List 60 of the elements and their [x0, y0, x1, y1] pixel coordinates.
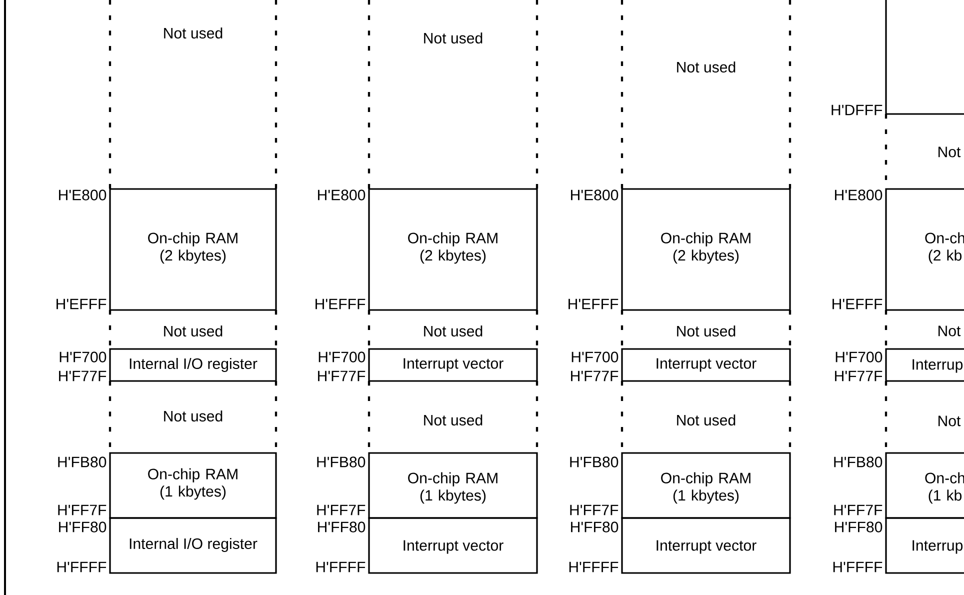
- memory-block: Interrupt vector: [621, 348, 791, 382]
- address-label: H'F77F: [835, 370, 882, 382]
- address-label: H'FFFF: [316, 562, 366, 572]
- unused-region: Not used: [368, 380, 538, 454]
- unused-region: Not: [884, 310, 961, 349]
- memory-block: On-chip RAM (2 kbytes): [368, 188, 538, 311]
- memory-block: [885, 0, 964, 115]
- address-label: H'E800: [59, 190, 106, 200]
- memory-block: Internal I/O register: [109, 517, 277, 574]
- memory-block: On-chip RAM (1 kbytes): [109, 452, 277, 519]
- unused-region: Not used: [368, 308, 538, 350]
- memory-block: Interrup: [885, 348, 964, 382]
- address-label: H'F77F: [571, 370, 618, 382]
- address-label: H'FB80: [58, 456, 106, 468]
- memory-block: Interrupt vector: [368, 348, 538, 382]
- address-label: H'F700: [60, 352, 106, 362]
- memory-block: Interrupt vector: [621, 517, 791, 574]
- address-label: H'F700: [318, 352, 366, 362]
- unused-region: Not: [884, 381, 961, 453]
- address-label: H'FF80: [59, 522, 106, 532]
- memory-block: On-chip RAM (1 kbytes): [368, 452, 538, 519]
- memory-block: On-chip RAM (2 kbytes): [621, 188, 791, 311]
- unused-region: Not used: [368, 0, 538, 190]
- unused-region: Not: [884, 114, 961, 189]
- unused-region: Not used: [620, 0, 792, 190]
- address-label: H'F77F: [59, 370, 106, 382]
- address-label: H'EFFF: [832, 298, 882, 310]
- address-label: H'F700: [572, 352, 618, 362]
- address-label: H'F700: [836, 352, 882, 362]
- address-label: H'FF80: [835, 522, 882, 532]
- address-label: H'FF7F: [834, 504, 882, 516]
- address-label: H'E800: [318, 190, 366, 200]
- unused-region: Not used: [108, 0, 278, 190]
- address-label: H'E800: [835, 190, 882, 200]
- address-label: H'F77F: [318, 370, 366, 382]
- address-label: H'E800: [571, 190, 618, 200]
- address-label: H'FB80: [317, 456, 366, 468]
- unused-region: Not used: [620, 380, 792, 454]
- memory-block: Internal I/O register: [109, 348, 277, 382]
- address-label: H'DFFF: [832, 104, 882, 116]
- address-label: H'FFFF: [569, 562, 618, 572]
- memory-block: On-chip RAM (1 kbytes): [621, 452, 791, 519]
- memory-block: On-chip RAM (2 kbytes): [109, 188, 277, 311]
- address-label: H'FF7F: [317, 504, 366, 516]
- memory-block: Interrupt vector: [368, 517, 538, 574]
- address-label: H'EFFF: [316, 298, 366, 310]
- address-label: H'EFFF: [568, 298, 618, 310]
- address-label: H'FF80: [318, 522, 366, 532]
- unused-region: Not used: [108, 380, 278, 454]
- unused-region: Not used: [620, 308, 792, 350]
- address-label: H'EFFF: [56, 298, 106, 310]
- address-label: H'FB80: [570, 456, 618, 468]
- address-label: H'FF7F: [570, 504, 618, 516]
- address-label: H'FFFF: [57, 562, 106, 572]
- memory-block: Interrup: [885, 517, 964, 574]
- address-label: H'FF80: [571, 522, 618, 532]
- unused-region: Not used: [108, 308, 278, 350]
- address-label: H'FFFF: [833, 562, 882, 572]
- address-label: H'FB80: [834, 456, 882, 468]
- address-label: H'FF7F: [58, 504, 106, 516]
